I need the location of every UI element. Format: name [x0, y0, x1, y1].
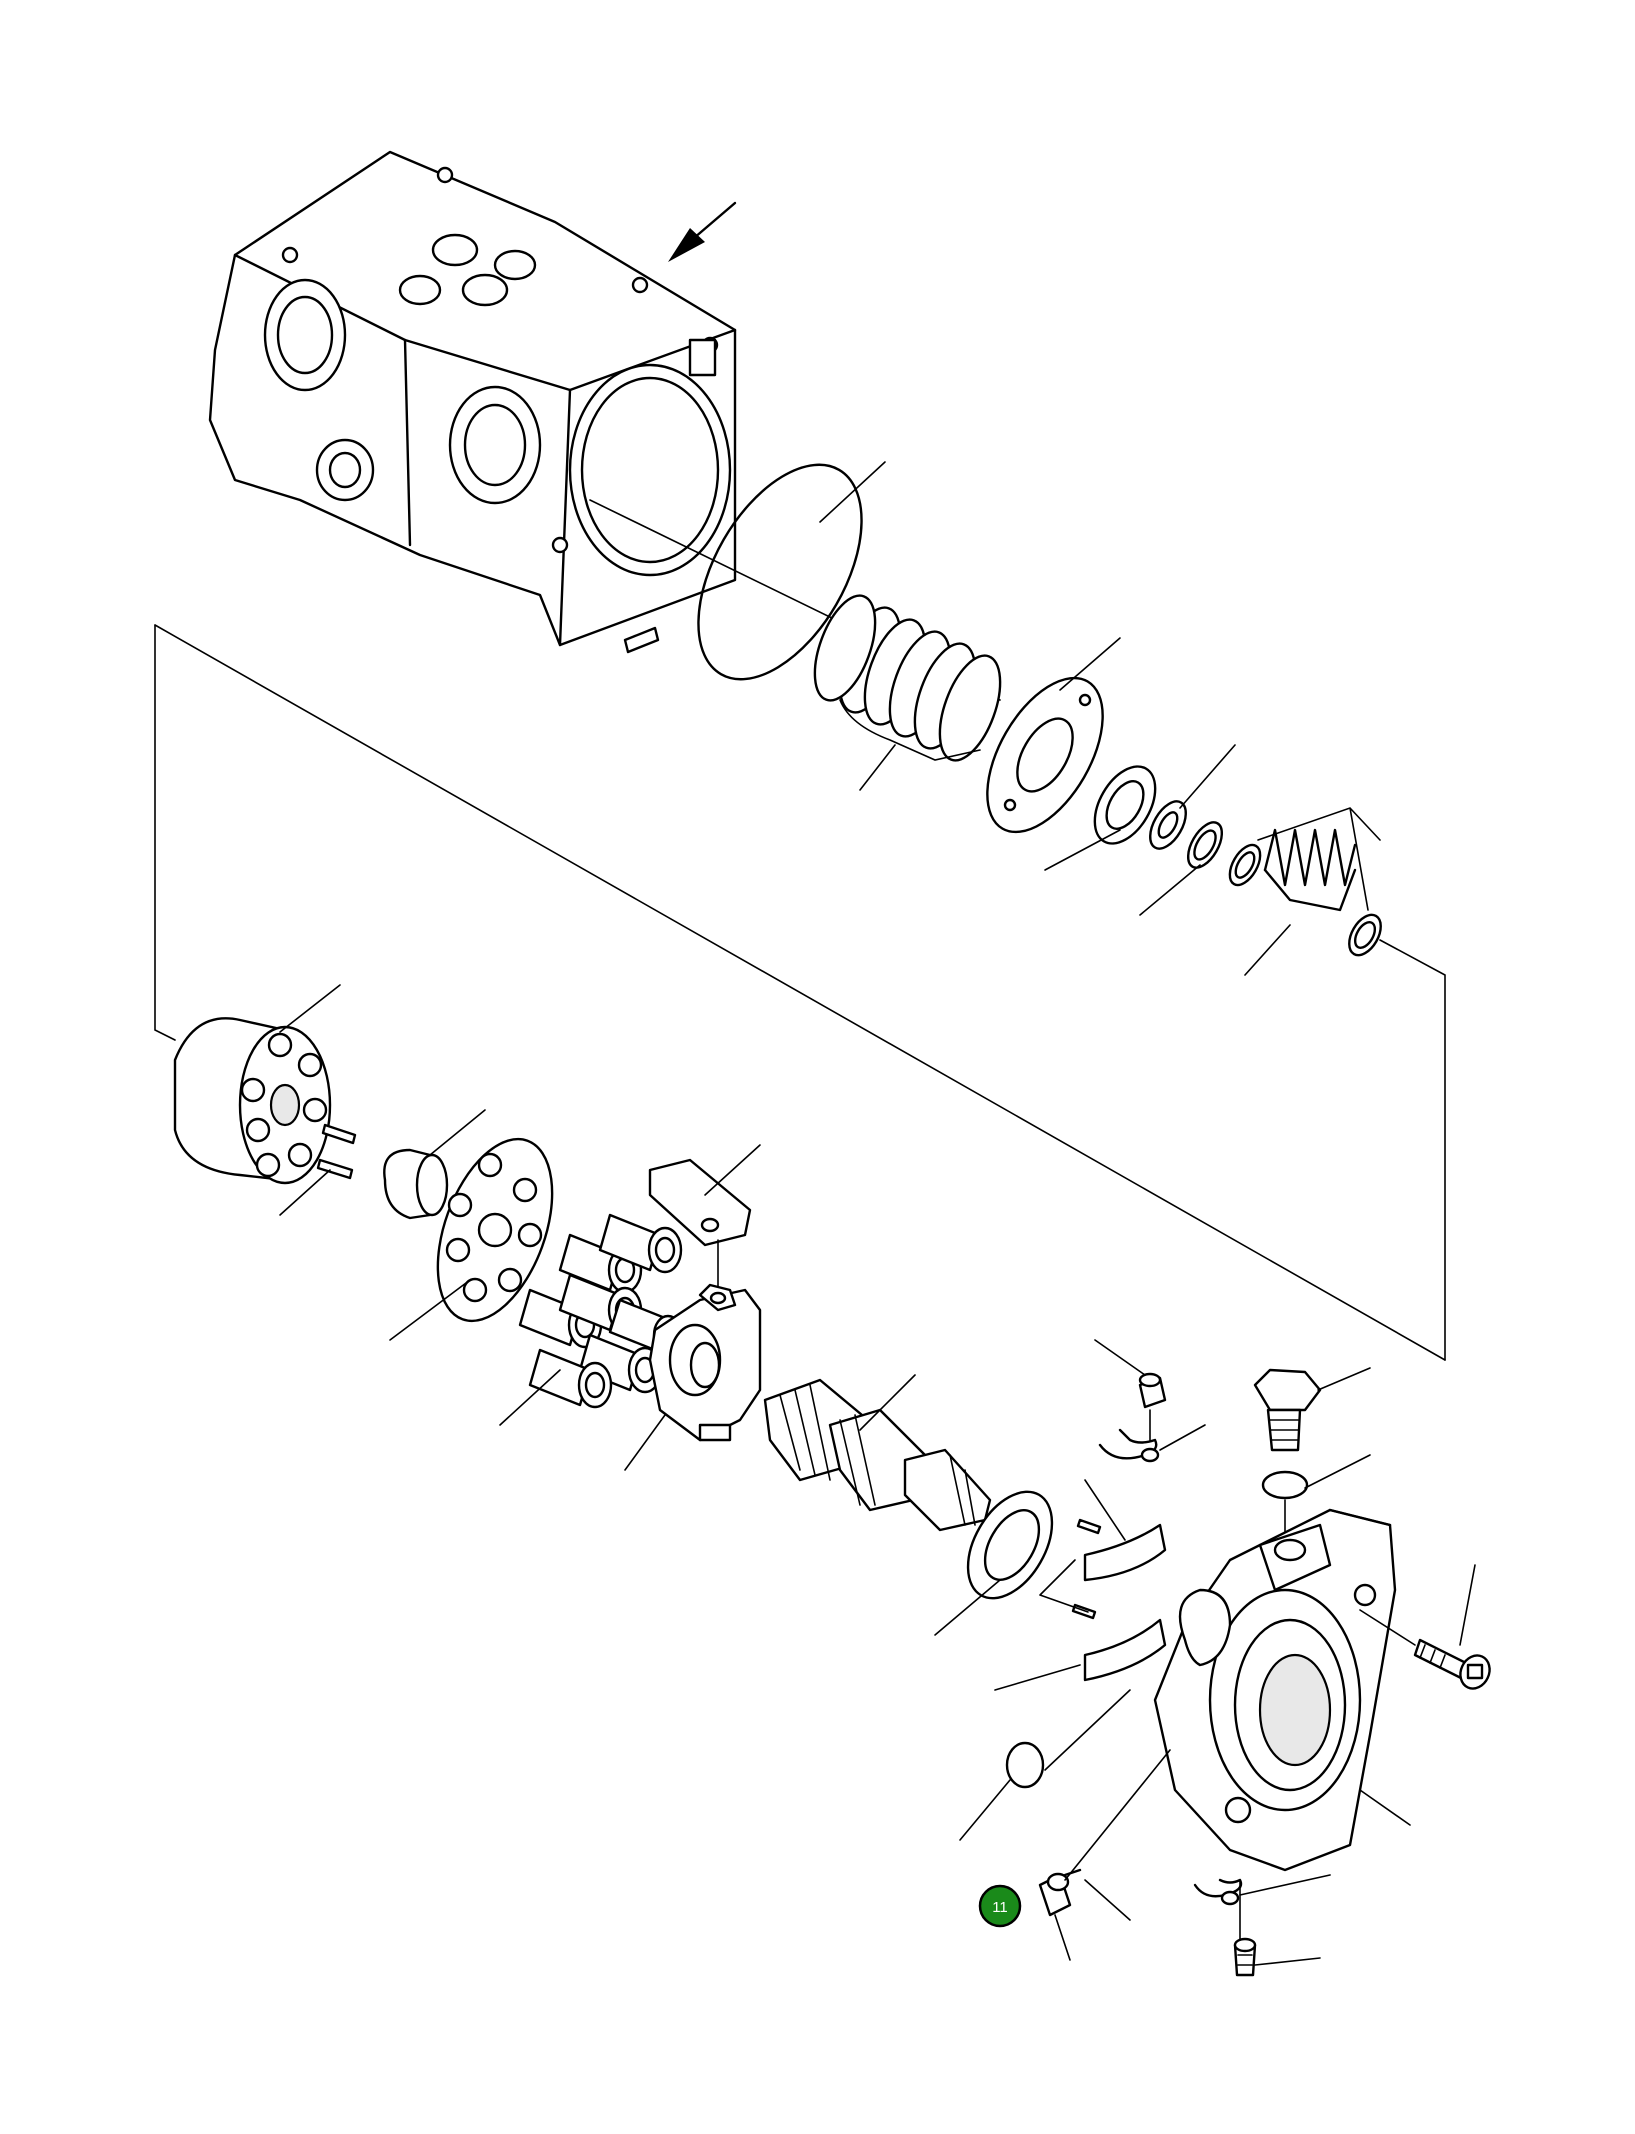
frame-line	[154, 624, 1446, 1361]
end-cover[interactable]	[1153, 1508, 1397, 1872]
clip-lower[interactable]	[1193, 1878, 1243, 1898]
direction-arrow-icon	[668, 228, 705, 262]
bearing-half-lower[interactable]	[1083, 1618, 1167, 1682]
frame-line	[154, 624, 176, 1041]
callout-label: 11	[992, 1899, 1008, 1916]
retainer-plate[interactable]	[416, 1124, 575, 1337]
clip-eye-upper	[1140, 1447, 1160, 1463]
leader-line	[279, 984, 341, 1033]
drive-shaft[interactable]	[763, 1378, 992, 1532]
leader-line	[1044, 1689, 1131, 1771]
clip-eye-lower	[1220, 1890, 1240, 1906]
o-ring-plug[interactable]	[1261, 1470, 1309, 1500]
group-bracket	[839, 699, 981, 761]
snap-ring-bore	[1193, 829, 1217, 861]
leader-line	[859, 744, 896, 791]
pump-housing[interactable]	[208, 150, 737, 654]
shim-stack[interactable]	[803, 588, 1013, 768]
o-ring-large[interactable]	[665, 437, 896, 706]
leader-line	[624, 1414, 666, 1471]
bolt-lower[interactable]	[1233, 1937, 1257, 1977]
retaining-ring-bore	[1353, 921, 1377, 949]
pins[interactable]	[316, 1123, 357, 1180]
leader-line	[1304, 1454, 1371, 1489]
shoe-plate[interactable]	[648, 1158, 752, 1247]
leader-line	[1244, 924, 1291, 976]
spacer-ring-bore	[1234, 851, 1256, 879]
spherical-bushing[interactable]	[383, 1148, 449, 1220]
leader-line	[1359, 1789, 1411, 1826]
bearing-upper[interactable]	[1082, 756, 1167, 854]
cylinder-block[interactable]	[173, 1017, 332, 1185]
leader-line	[1139, 864, 1201, 916]
leader-line	[1239, 1874, 1331, 1896]
frame-line	[1379, 939, 1446, 1361]
plug-cover[interactable]	[1005, 1741, 1045, 1789]
snap-ring[interactable]	[1181, 817, 1229, 873]
leader-line	[1254, 1957, 1321, 1966]
washer-bore	[1157, 811, 1179, 839]
pin-upper[interactable]	[1076, 1518, 1102, 1535]
leader-line	[1459, 1564, 1476, 1646]
leader-line	[1064, 1749, 1171, 1881]
leader-line	[499, 1369, 561, 1426]
callout-11[interactable]: 11	[978, 1884, 1022, 1928]
swash-plate[interactable]	[648, 1283, 762, 1442]
leader-line	[1084, 1879, 1131, 1921]
leader-line	[859, 1374, 916, 1431]
group-bracket	[1039, 1559, 1089, 1613]
leader-line	[1359, 1609, 1416, 1646]
leader-line	[934, 1579, 1001, 1636]
group-bracket	[1257, 807, 1381, 911]
leader-line	[1179, 744, 1236, 809]
retaining-ring[interactable]	[1343, 909, 1388, 960]
nozzle-fitting[interactable]	[1038, 1868, 1082, 1917]
pin-lower[interactable]	[1071, 1603, 1097, 1620]
leader-line	[1159, 1424, 1206, 1451]
spacer-ring[interactable]	[1224, 840, 1267, 890]
spring[interactable]	[1263, 828, 1357, 912]
leader-line	[1317, 1367, 1371, 1391]
leader-line	[704, 1144, 761, 1196]
bearing-lower[interactable]	[951, 1477, 1070, 1612]
bearing-half-upper[interactable]	[1083, 1523, 1167, 1582]
leader-line	[1054, 1914, 1071, 1961]
valve-plate[interactable]	[964, 659, 1127, 851]
leader-line	[1084, 1479, 1126, 1541]
leader-line	[429, 1109, 486, 1156]
leader-line	[994, 1664, 1081, 1691]
leader-line	[279, 1169, 331, 1216]
callout-marker	[978, 1884, 1022, 1928]
plug-top[interactable]	[1138, 1372, 1167, 1409]
leader-line	[819, 461, 886, 523]
cap-screw[interactable]	[1413, 1638, 1495, 1693]
leader-line	[1044, 829, 1121, 871]
leader-line	[1059, 637, 1121, 691]
leader-line	[1094, 1339, 1146, 1376]
clip-upper[interactable]	[1098, 1428, 1158, 1460]
leader-line	[389, 1279, 471, 1341]
leader-line	[959, 1779, 1011, 1841]
hex-plug[interactable]	[1253, 1368, 1322, 1452]
